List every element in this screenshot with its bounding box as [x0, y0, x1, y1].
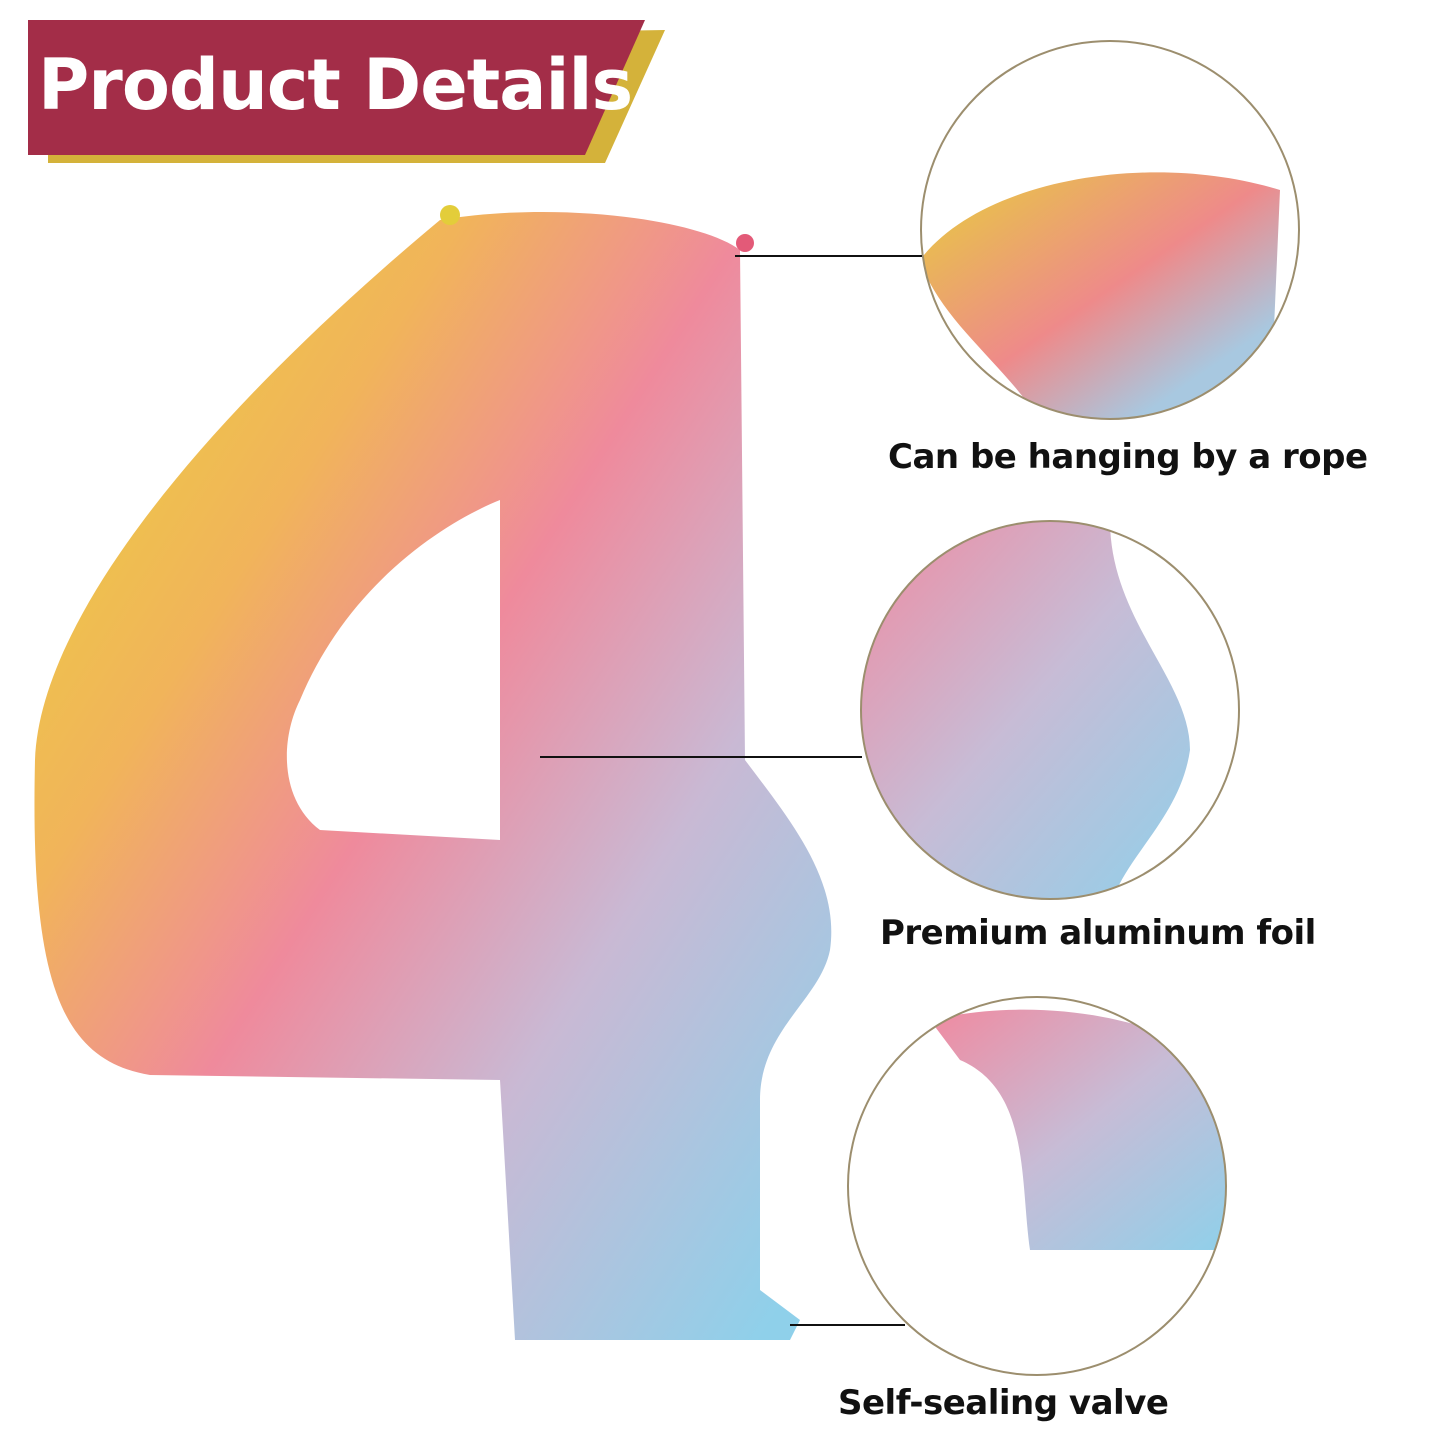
- detail-circle-valve: [847, 996, 1227, 1376]
- feature-caption-hanging: Can be hanging by a rope: [888, 437, 1368, 477]
- detail-circle-hanging: [920, 40, 1300, 420]
- banner-background: [28, 20, 645, 155]
- valve-top-left: [440, 205, 460, 225]
- feature-caption-valve: Self-sealing valve: [838, 1383, 1169, 1423]
- banner-title: Product Details: [38, 44, 633, 126]
- banner: [28, 20, 665, 163]
- valve-top-right: [736, 234, 754, 252]
- feature-caption-foil: Premium aluminum foil: [880, 913, 1316, 953]
- detail-circle-foil: [860, 520, 1240, 900]
- balloon-number-4: [34, 211, 832, 1341]
